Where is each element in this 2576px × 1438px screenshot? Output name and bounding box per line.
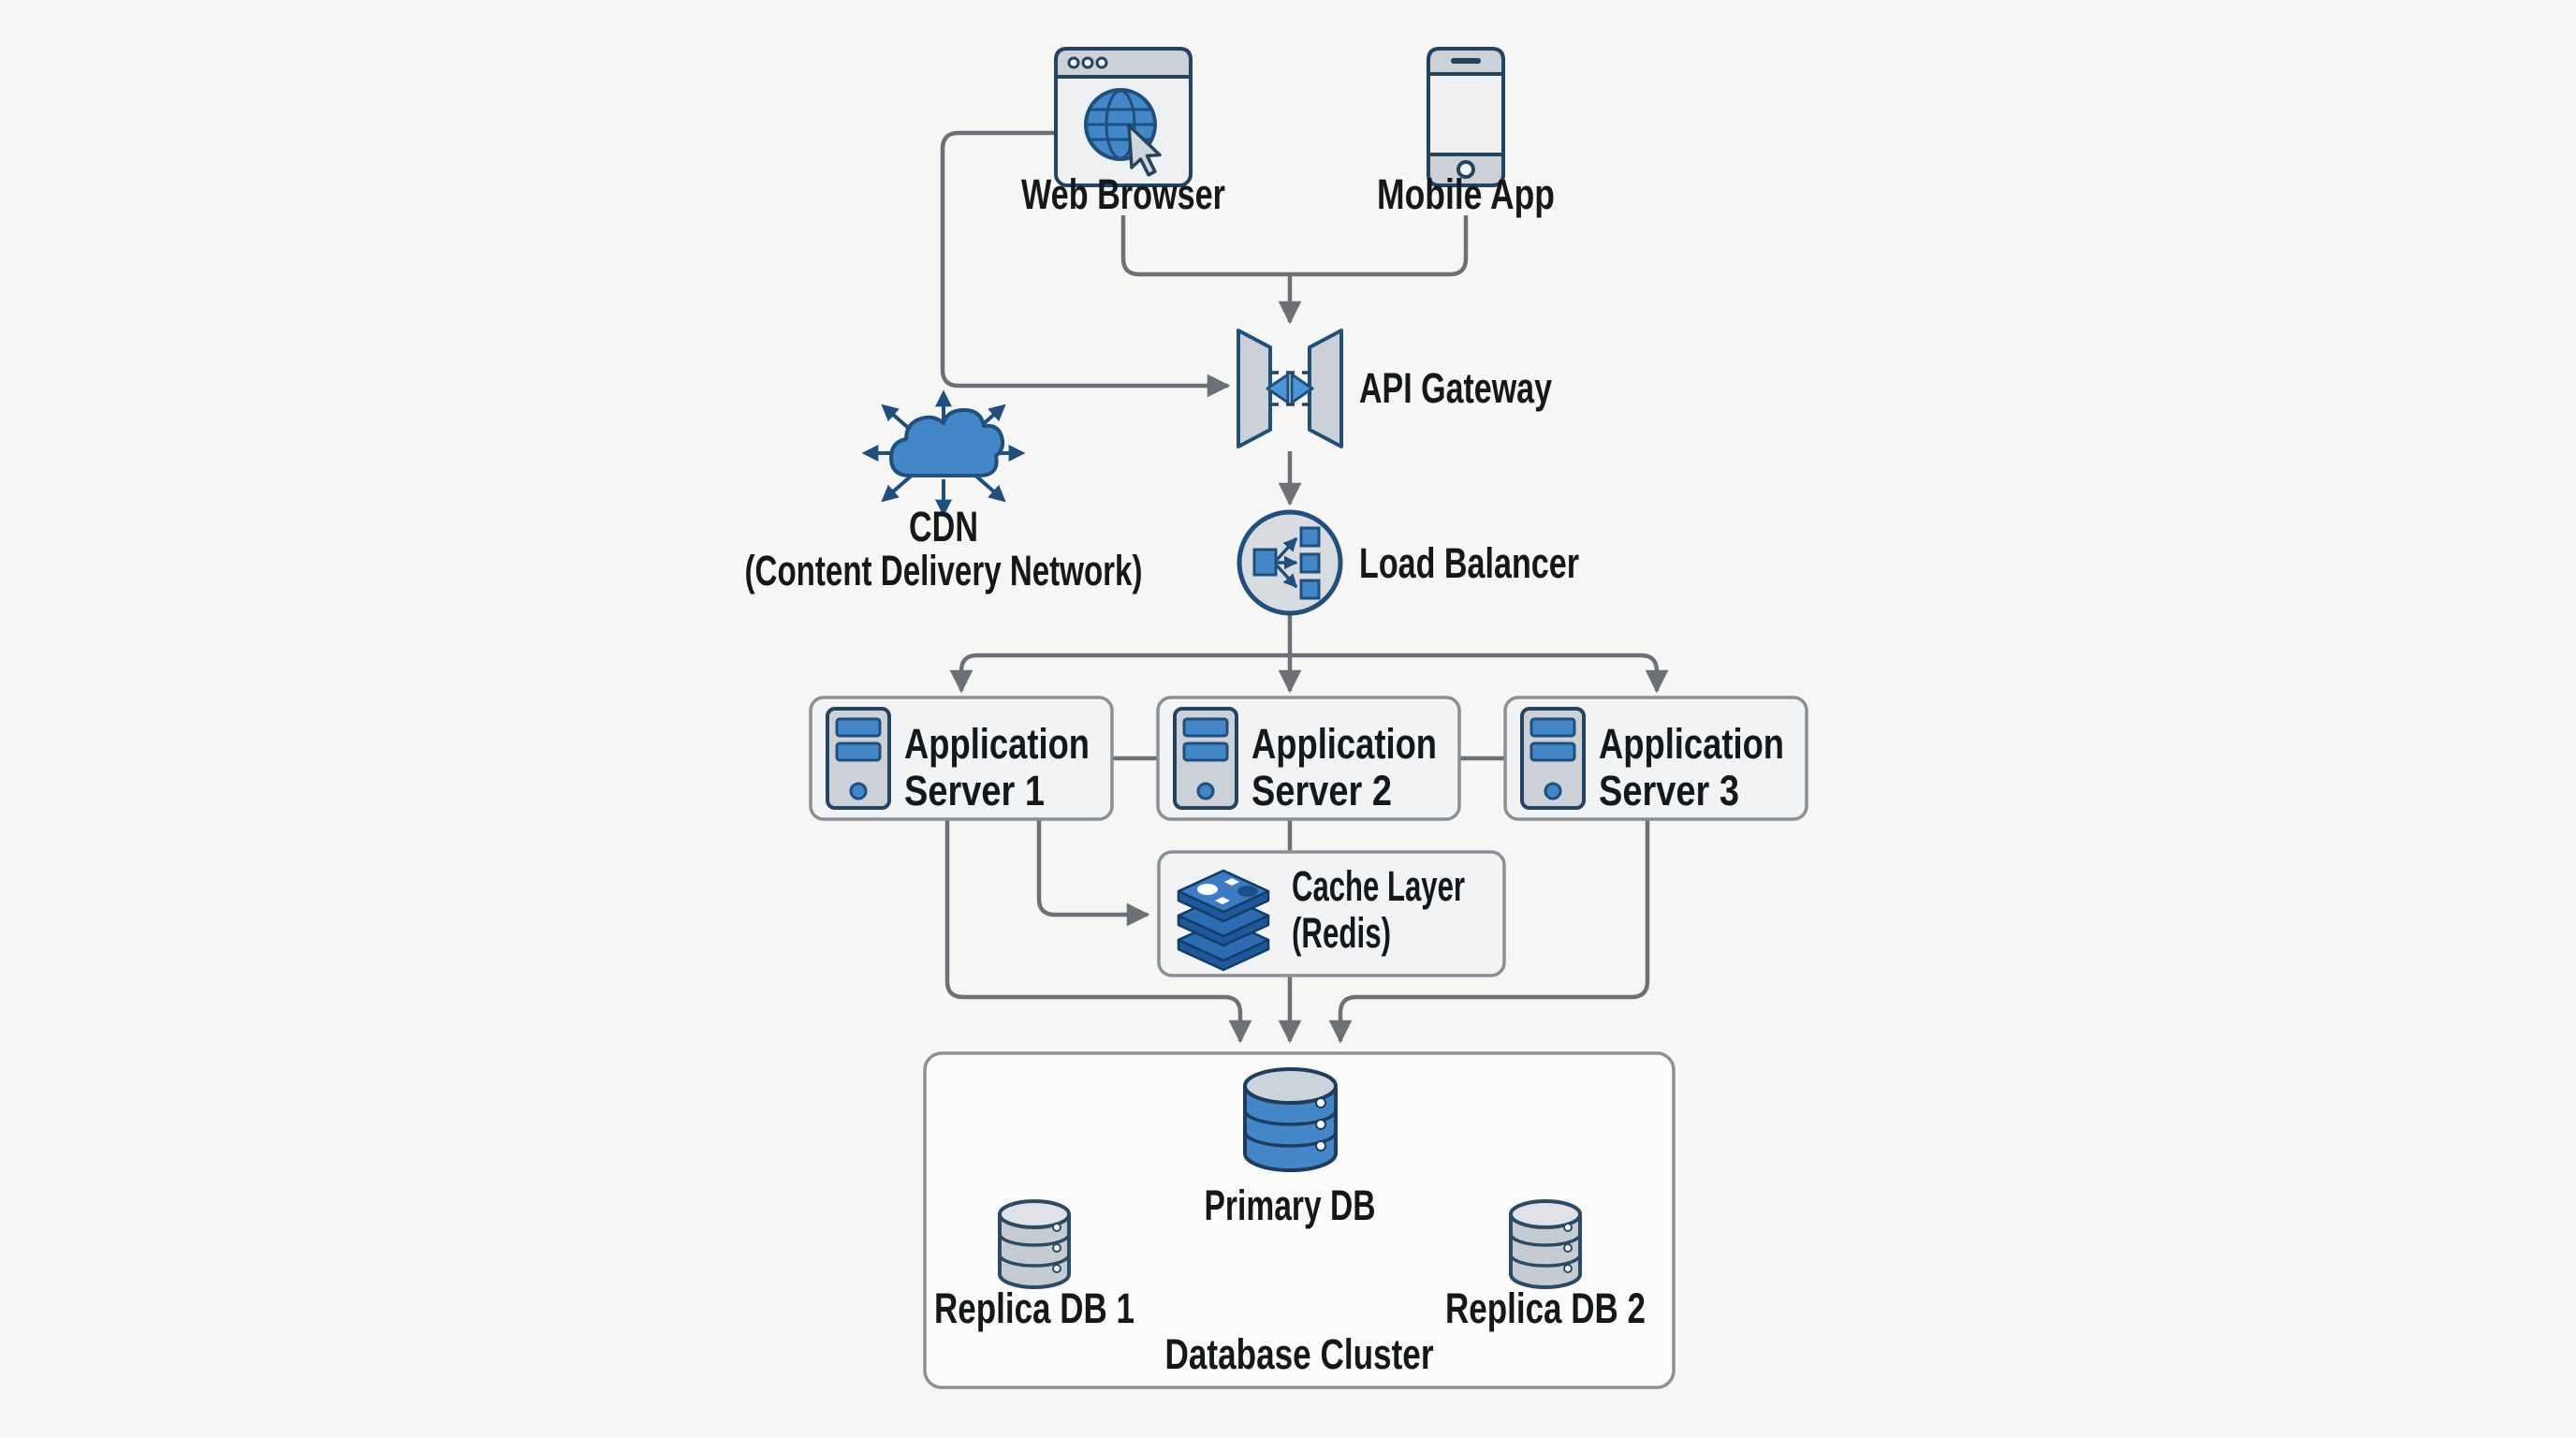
server-tower-icon (1520, 707, 1586, 810)
app-server-2-label-line1: Application (1251, 720, 1437, 768)
database-cluster-box (923, 1051, 1676, 1389)
gateway-brackets-icon (1237, 329, 1343, 448)
cdn-sublabel: (Content Delivery Network) (745, 547, 1143, 594)
api-gateway-node: API Gateway (1237, 329, 1552, 448)
double-arrow-icon (1266, 373, 1290, 404)
cache-layer-label-line2: (Redis) (1292, 909, 1391, 957)
server-tower-icon (1173, 707, 1238, 810)
edge-app-server-1-to-db-cluster (944, 819, 1252, 1044)
edge-app-server-1-to-cache (1036, 819, 1150, 927)
database-cluster-label: Database Cluster (1165, 1330, 1434, 1378)
mobile-app-node: Mobile App (1377, 47, 1555, 218)
smartphone-icon (1427, 47, 1505, 187)
double-arrow-icon (1290, 373, 1314, 404)
app-server-3-label-line1: Application (1599, 720, 1784, 768)
edge-web-browser-down (1120, 215, 1290, 277)
database-cylinder-gray-icon (1509, 1199, 1582, 1289)
app-server-1-node: Application Server 1 (809, 696, 1114, 821)
home-button-icon (1456, 160, 1475, 179)
cdn-label: CDN (909, 503, 978, 550)
cursor-icon (1127, 124, 1162, 177)
replica-db-1-node: Replica DB 1 (934, 1199, 1134, 1332)
replica-db-2-label: Replica DB 2 (1445, 1284, 1646, 1332)
edge-app-server-3-to-db-cluster (1328, 819, 1650, 1044)
app-server-3-node: Application Server 3 (1503, 696, 1808, 821)
redis-stack-icon (1177, 869, 1270, 972)
app-server-1-label-line1: Application (904, 720, 1090, 768)
load-balancer-label: Load Balancer (1359, 539, 1579, 587)
edge-load-balancer-branch (949, 653, 1669, 694)
browser-window-globe-cursor-icon (1054, 47, 1193, 187)
cache-layer-node: Cache Layer (Redis) (1157, 850, 1506, 977)
database-cylinder-blue-icon (1243, 1067, 1338, 1172)
cloud-radiating-arrows-icon (861, 389, 1026, 517)
load-balancer-node: Load Balancer (1237, 509, 1579, 616)
mobile-app-label: Mobile App (1377, 170, 1555, 218)
database-cluster-group: Primary DB Replica DB 1 (923, 1051, 1676, 1389)
app-server-3-label-line2: Server 3 (1599, 767, 1739, 814)
app-server-2-label-line2: Server 2 (1251, 767, 1392, 814)
primary-db-label: Primary DB (1205, 1181, 1376, 1229)
app-server-1-label-line2: Server 1 (904, 767, 1045, 814)
cache-layer-label-line1: Cache Layer (1292, 862, 1465, 910)
edge-mobile-app-down (1290, 215, 1469, 277)
web-browser-label: Web Browser (1021, 170, 1225, 218)
edges-layer (940, 130, 1669, 1192)
primary-db-node: Primary DB (1205, 1067, 1376, 1229)
api-gateway-label: API Gateway (1359, 364, 1552, 412)
database-cylinder-gray-icon (998, 1199, 1071, 1289)
app-server-2-node: Application Server 2 (1156, 696, 1461, 821)
web-browser-node: Web Browser (1021, 47, 1225, 218)
replica-db-2-node: Replica DB 2 (1445, 1199, 1646, 1332)
cloud-icon (889, 408, 1005, 477)
replica-db-1-label: Replica DB 1 (934, 1284, 1134, 1332)
edge-web-browser-to-api-gateway-side (940, 130, 1231, 398)
cdn-node: CDN (Content Delivery Network) (745, 389, 1143, 594)
server-tower-icon (826, 707, 891, 810)
